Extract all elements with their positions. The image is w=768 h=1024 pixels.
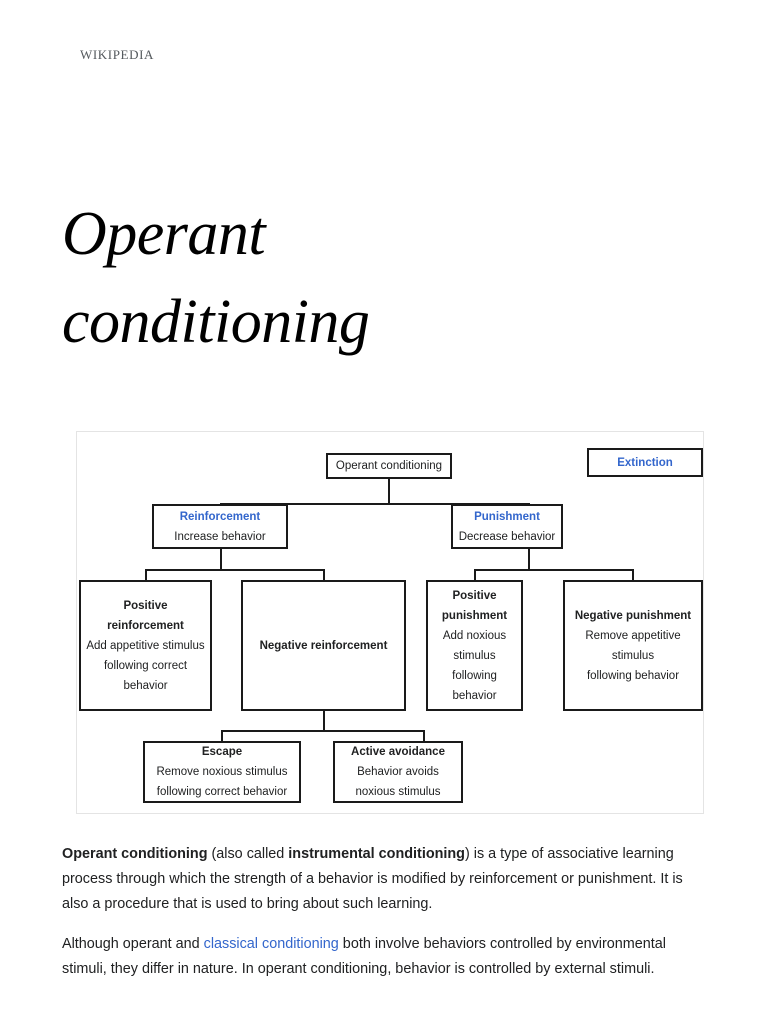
connector-root-down xyxy=(388,478,390,504)
node-positive-punishment-label-0: Positive xyxy=(452,589,497,602)
node-operant-conditioning-label: Operant conditioning xyxy=(335,460,443,472)
node-reinforcement-label[interactable]: Reinforcement xyxy=(179,510,261,523)
connector-to-negative-punishment xyxy=(632,569,634,581)
node-negative-punishment-line-2: following behavior xyxy=(586,669,680,682)
term-operant-conditioning: Operant conditioning xyxy=(62,846,208,863)
connector-negative-reinforcement-down xyxy=(323,709,325,731)
node-escape[interactable]: Escape Remove noxious stimulus following… xyxy=(143,741,301,803)
lead-paragraph: Operant conditioning (also called instru… xyxy=(62,842,704,917)
connector-to-positive-reinforcement xyxy=(145,569,147,581)
connector-to-escape xyxy=(221,730,223,742)
node-positive-punishment-line-2: following xyxy=(452,669,497,682)
node-reinforcement[interactable]: Reinforcement Increase behavior xyxy=(152,504,288,549)
node-negative-punishment[interactable]: Negative punishment Remove appetitive st… xyxy=(563,580,703,711)
node-escape-line-0: Remove noxious stimulus xyxy=(156,766,288,778)
node-positive-reinforcement[interactable]: Positive reinforcement Add appetitive st… xyxy=(79,580,212,711)
node-active-avoidance[interactable]: Active avoidance Behavior avoids noxious… xyxy=(333,741,463,803)
node-positive-punishment-line-0: Add noxious xyxy=(442,629,507,642)
node-active-avoidance-line-1: noxious stimulus xyxy=(355,786,441,798)
connector-reinforcement-down xyxy=(220,548,222,570)
node-negative-reinforcement[interactable]: Negative reinforcement xyxy=(241,580,406,711)
node-punishment[interactable]: Punishment Decrease behavior xyxy=(451,504,563,549)
node-positive-punishment-label-1: punishment xyxy=(441,609,508,622)
node-reinforcement-line-0: Increase behavior xyxy=(174,530,266,543)
wikipedia-wordmark[interactable]: Wikipedia xyxy=(80,43,154,64)
second-text-1: Although operant and xyxy=(62,936,204,953)
second-text-2: both involve behaviors controlled by env… xyxy=(62,936,666,978)
node-extinction-label[interactable]: Extinction xyxy=(617,456,673,469)
node-extinction[interactable]: Extinction xyxy=(587,448,703,477)
lead-text-1: (also called xyxy=(207,846,289,863)
node-positive-punishment-line-1: stimulus xyxy=(453,649,496,662)
node-punishment-label[interactable]: Punishment xyxy=(474,510,540,523)
node-positive-punishment-line-3: behavior xyxy=(452,689,497,702)
node-escape-label: Escape xyxy=(201,746,243,758)
page-title: Operant conditioning xyxy=(62,199,370,356)
connector-row3-right-bus xyxy=(474,569,634,571)
node-positive-reinforcement-line-2: behavior xyxy=(123,679,168,692)
node-active-avoidance-label: Active avoidance xyxy=(351,746,445,758)
node-negative-punishment-line-0: Remove appetitive xyxy=(585,629,681,642)
node-positive-reinforcement-line-0: Add appetitive stimulus xyxy=(86,639,205,652)
node-positive-punishment[interactable]: Positive punishment Add noxious stimulus… xyxy=(426,580,523,711)
node-punishment-line-0: Decrease behavior xyxy=(458,530,556,543)
connector-row3-left-bus xyxy=(145,569,325,571)
node-negative-punishment-line-1: stimulus xyxy=(611,649,655,662)
node-positive-reinforcement-line-1: following correct xyxy=(103,659,188,672)
node-operant-conditioning[interactable]: Operant conditioning xyxy=(326,453,452,479)
connector-to-negative-reinforcement xyxy=(323,569,325,581)
node-negative-reinforcement-label: Negative reinforcement xyxy=(259,639,388,652)
node-positive-reinforcement-label: Positive reinforcement xyxy=(107,599,184,632)
second-paragraph: Although operant and classical condition… xyxy=(62,932,704,982)
lead-text-2: ) is a type of associative learning proc… xyxy=(62,846,683,913)
node-negative-punishment-label: Negative punishment xyxy=(574,609,692,622)
connector-punishment-down xyxy=(528,548,530,570)
connector-to-active-avoidance xyxy=(423,730,425,742)
connector-row2-bus xyxy=(220,503,530,505)
term-instrumental-conditioning: instrumental conditioning xyxy=(288,846,465,863)
operant-conditioning-diagram: Operant conditioning Extinction Reinforc… xyxy=(76,431,704,814)
node-escape-line-1: following correct behavior xyxy=(156,786,288,798)
node-active-avoidance-line-0: Behavior avoids xyxy=(357,766,439,778)
link-classical-conditioning[interactable]: classical conditioning xyxy=(203,936,339,953)
connector-to-positive-punishment xyxy=(474,569,476,581)
connector-row4-bus xyxy=(221,730,425,732)
